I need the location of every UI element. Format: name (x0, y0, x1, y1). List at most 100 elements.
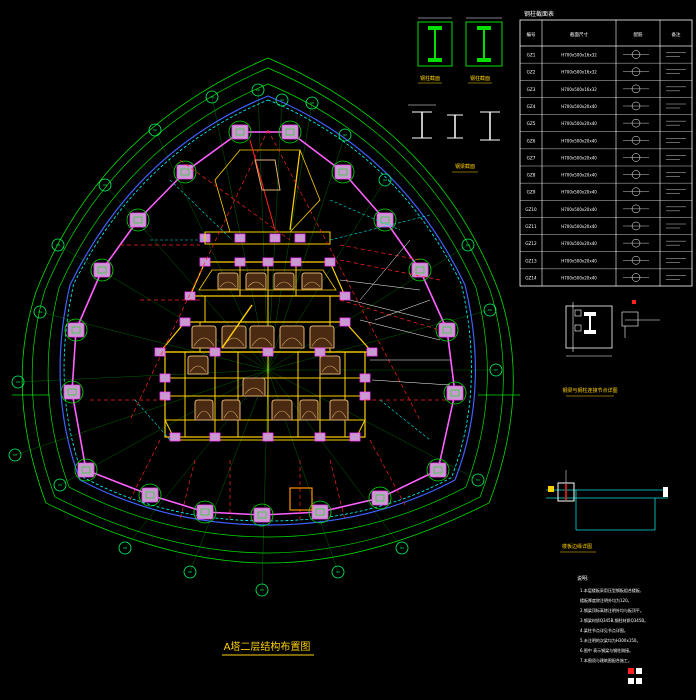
table-border (519, 19, 693, 287)
column-core-4 (133, 216, 143, 224)
axis-bubble-16 (118, 541, 132, 555)
table-cell-spec-6: H700x500x20x40 (561, 155, 597, 160)
perimeter-beam-15 (85, 469, 151, 496)
core-column-5 (184, 291, 196, 301)
perimeter-column-8 (67, 322, 85, 338)
hatch-panel-7 (279, 325, 305, 349)
table-cell-spec-12: H700x500x20x40 (561, 258, 597, 263)
hatch-arc-11 (273, 410, 291, 419)
axis-bubble-21 (8, 448, 22, 462)
perimeter-column-15 (371, 490, 389, 506)
column-ring-5 (373, 208, 397, 232)
column-core-13 (433, 466, 443, 474)
perimeter-column-9 (438, 322, 456, 338)
hatch-arc-16 (244, 387, 264, 395)
radial-line-17 (267, 369, 403, 549)
radial-line-18 (189, 369, 269, 573)
hatch-arc-0 (219, 281, 237, 288)
core-column-21 (314, 432, 326, 442)
table-cell-id-1: GZ2 (527, 70, 536, 75)
column-ring-11 (443, 381, 467, 405)
secondary-beam-5 (339, 299, 441, 331)
table-cell-id-3: GZ4 (527, 104, 536, 109)
axis-bubble-8 (51, 238, 65, 252)
column-ring-6 (90, 258, 114, 282)
column-ring-3 (331, 160, 355, 184)
note-line-6: 6.图中 表示钢梁与钢柱刚接。 (580, 647, 633, 653)
perimeter-column-11 (446, 385, 464, 401)
perimeter-columns (60, 120, 467, 527)
axis-bubble-2 (275, 93, 289, 107)
table-cell-spec-1: H700x500x16x32 (561, 70, 597, 75)
column-core-14 (145, 491, 155, 499)
dimension-line-2 (359, 319, 441, 341)
axis-bubble-19 (331, 565, 345, 579)
core-hatch-panels (187, 272, 349, 421)
column-ring-10 (60, 380, 84, 404)
perimeter-beam-6 (384, 219, 421, 271)
hatch-arc-10 (223, 410, 239, 419)
table-header-2: 配筋 (634, 31, 643, 38)
core-column-9 (154, 347, 166, 357)
table-cell-id-13: GZ14 (525, 275, 537, 280)
table-cell-id-9: GZ10 (525, 207, 537, 212)
table-header-3: 备注 (672, 31, 681, 38)
notes-title: 说明: (577, 575, 589, 582)
core-column-15 (359, 373, 371, 383)
central-core (154, 233, 378, 442)
core-column-7 (179, 317, 191, 327)
axis-bubble-1 (251, 83, 265, 97)
perimeter-column-12 (77, 462, 95, 478)
table-cell-spec-5: H700x500x20x40 (561, 138, 597, 143)
secondary-beam-12 (369, 439, 406, 506)
table-title: 钢柱截面表 (524, 10, 554, 18)
table-cell-spec-2: H700x500x16x32 (561, 87, 597, 92)
table-cell-id-7: GZ8 (527, 173, 536, 178)
grid-arc-2 (31, 67, 504, 554)
radial-line-11 (267, 309, 491, 371)
radial-line-3 (267, 102, 313, 371)
cyan-beam-5 (379, 399, 431, 441)
hatch-arc-2 (275, 281, 293, 288)
node-detail: 钢梁与钢柱连接节点详图 (562, 300, 660, 397)
axis-bubble-17 (395, 541, 409, 555)
table-cell-spec-11: H700x500x20x40 (561, 241, 597, 246)
core-upper-slab-inner (198, 269, 337, 291)
hatch-panel-9 (194, 399, 214, 421)
hatch-panel-4 (191, 325, 217, 349)
note-line-2: 2.钢梁顶标高除注明外均与板顶平。 (580, 607, 644, 613)
radial-line-9 (267, 244, 469, 371)
note-line-1: 楼板厚度除注明外均为120。 (580, 597, 632, 603)
facade-line (59, 95, 476, 526)
beam-detail-label: 钢梁截面 (455, 163, 475, 170)
column-core-7 (415, 266, 425, 274)
perimeter-column-13 (429, 462, 447, 478)
core-column-22 (349, 432, 361, 442)
core-column-26 (294, 233, 306, 243)
column-ring-16 (193, 500, 217, 524)
hatch-panel-14 (187, 355, 209, 375)
perimeter-column-17 (311, 504, 329, 520)
cyan-beam-4 (134, 399, 171, 441)
radial-line-12 (17, 369, 269, 383)
perimeter-column-4 (129, 212, 147, 228)
hatch-arc-13 (331, 410, 347, 419)
core-section-line (221, 304, 253, 349)
floor-plan: A塔二层结构布置图 (8, 57, 520, 656)
table-cell-id-12: GZ13 (525, 258, 537, 263)
column-ring-4 (126, 208, 150, 232)
table-cell-spec-8: H700x500x20x40 (561, 190, 597, 195)
perimeter-column-2 (176, 164, 194, 180)
note-line-5: 5.未注明的次梁均为H300x150。 (580, 637, 640, 643)
column-core-1 (285, 128, 295, 136)
core-column-16 (159, 391, 171, 401)
table-cell-id-8: GZ9 (527, 190, 536, 195)
radial-line-15 (267, 369, 479, 481)
column-core-16 (200, 508, 210, 516)
hatch-panel-1 (245, 272, 267, 290)
upper-connector (204, 139, 331, 245)
perimeter-beam-14 (149, 494, 206, 513)
hatch-panel-13 (329, 399, 349, 421)
table-cell-spec-4: H700x500x20x40 (561, 121, 597, 126)
